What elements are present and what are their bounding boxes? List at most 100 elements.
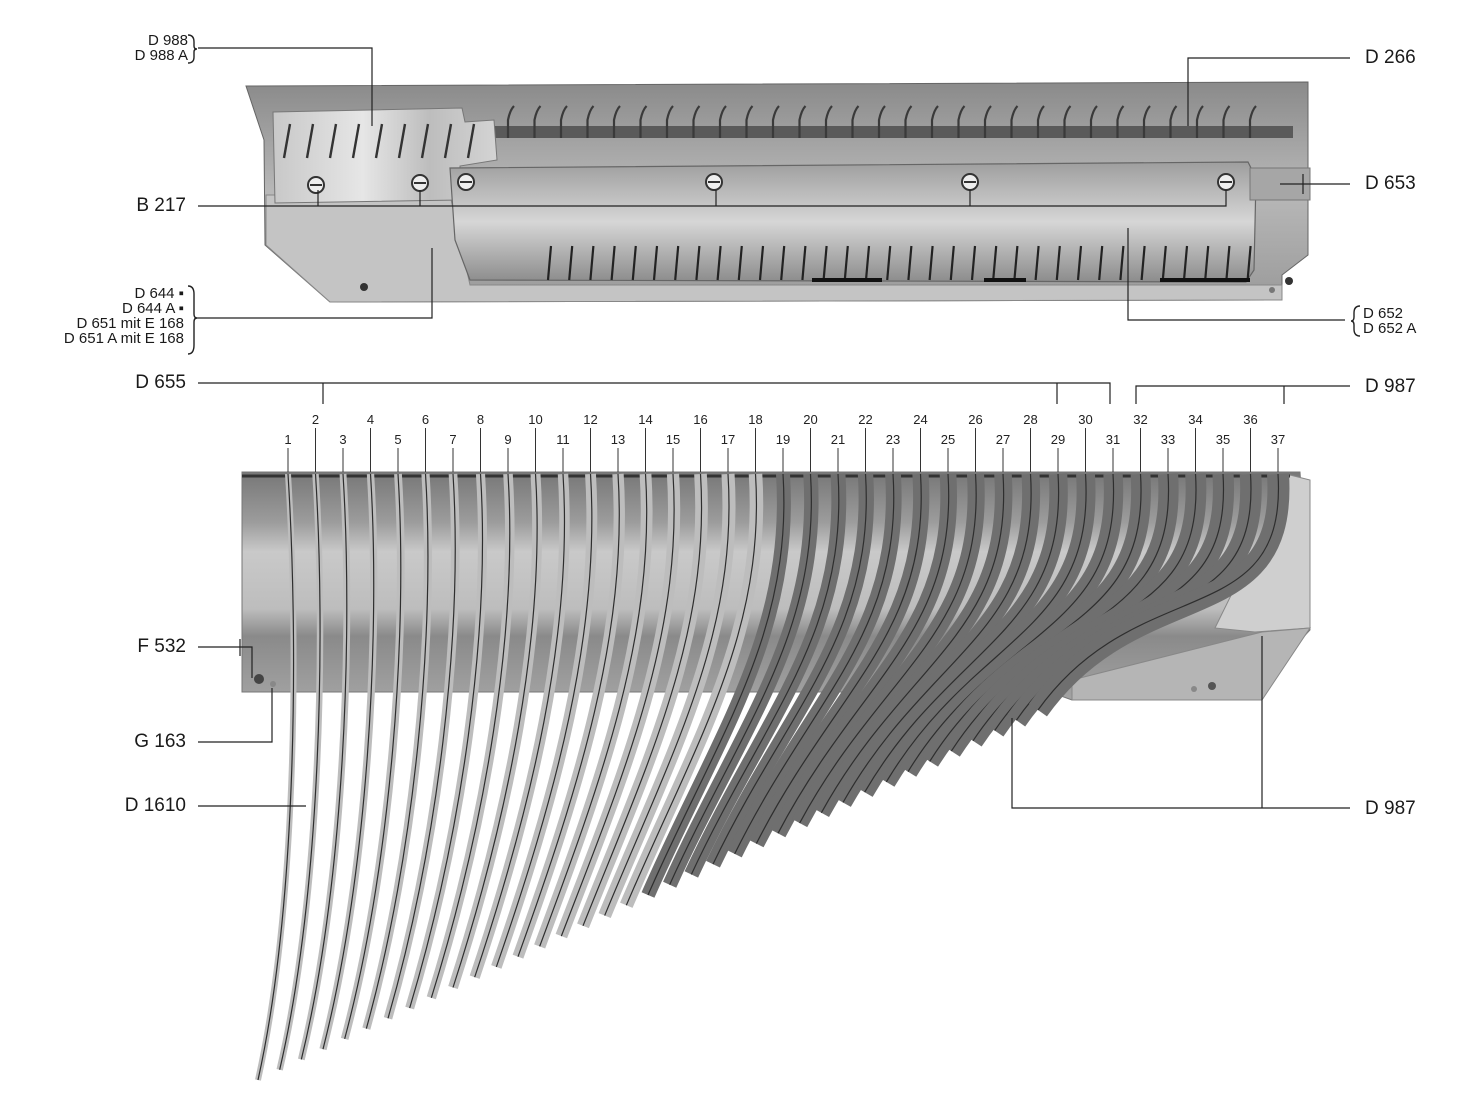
spring-number: 32 — [1133, 412, 1147, 427]
needle-pin — [1225, 245, 1231, 281]
lower-needle-pins — [546, 245, 1252, 282]
spring-fan — [255, 473, 1290, 1081]
needle-pin — [692, 105, 701, 138]
needle-pin — [886, 245, 892, 281]
needle-pin — [695, 245, 701, 281]
needle-pin — [1246, 245, 1252, 281]
needle-pin — [1161, 245, 1167, 281]
spring-edge — [907, 473, 1115, 772]
spring-edge — [539, 473, 648, 947]
spring-number: 34 — [1188, 412, 1202, 427]
label-d655: D 655 — [135, 372, 186, 393]
spring-number: 20 — [803, 412, 817, 427]
spring-edge — [517, 473, 620, 957]
needle-pin — [665, 105, 674, 138]
label-d651: D 651 mit E 168 — [76, 315, 184, 332]
label-d987-bottom: D 987 — [1365, 798, 1416, 819]
needle-pin — [559, 105, 568, 138]
leader-d988 — [198, 47, 373, 126]
spring-edge — [647, 473, 785, 896]
spring-number: 12 — [583, 412, 597, 427]
spring-number: 31 — [1106, 432, 1120, 447]
needle-pin — [957, 105, 966, 138]
spring-edge — [344, 473, 402, 1040]
plate-d988 — [272, 107, 498, 204]
spring-edge — [257, 473, 295, 1081]
channel-end-foot — [1071, 627, 1311, 701]
spring-number: 2 — [312, 412, 319, 427]
spring-number: 24 — [913, 412, 927, 427]
needle-pin — [864, 245, 871, 281]
leader-d266 — [1187, 57, 1350, 126]
spring-number: 35 — [1216, 432, 1230, 447]
needle-pin — [801, 245, 807, 281]
leader-b217 — [198, 190, 1227, 207]
spring-number: 1 — [284, 432, 291, 447]
label-g163: G 163 — [134, 731, 186, 752]
rivet-icon — [254, 674, 264, 684]
leader-g163 — [198, 688, 273, 743]
spring-number: 18 — [748, 412, 762, 427]
label-d987-top: D 987 — [1365, 376, 1416, 397]
needle-pin — [970, 245, 977, 281]
leader-d987-bottom — [1011, 718, 1350, 809]
spring-number: 9 — [504, 432, 511, 447]
spring-edge — [474, 473, 566, 978]
plate-slot — [328, 123, 338, 159]
rivet-icon — [1269, 287, 1275, 293]
label-d988: D 988 — [147, 32, 188, 49]
plate-slot — [443, 123, 453, 159]
needle-pin — [877, 105, 886, 138]
needle-pin — [1169, 105, 1178, 138]
spring-edge — [734, 473, 895, 855]
spring-edge — [387, 473, 456, 1019]
needle-pin — [822, 245, 828, 281]
needle-pin — [843, 245, 849, 281]
needle-pin — [930, 105, 939, 138]
needle-pin — [586, 105, 595, 138]
spring-edge — [1037, 473, 1280, 711]
spring-edge — [755, 473, 922, 844]
needle-pin — [610, 245, 616, 281]
needle-pin — [992, 245, 998, 281]
spring-number: 5 — [394, 432, 401, 447]
spring-number: 19 — [776, 432, 790, 447]
needle-pin — [1098, 245, 1104, 281]
needle-pin — [851, 105, 860, 138]
plate-slot — [351, 123, 361, 159]
spring-edge — [279, 473, 321, 1070]
needle-pin — [612, 105, 621, 138]
needle-pin — [652, 245, 659, 281]
needle-pin — [1182, 245, 1189, 281]
spring-edge — [820, 473, 1005, 814]
spring-number: 11 — [556, 432, 570, 447]
spring-number: 10 — [528, 412, 542, 427]
bracket-d988 — [187, 34, 198, 64]
needle-pin — [589, 245, 595, 281]
needle-pin — [1076, 245, 1083, 281]
plate-slot — [466, 123, 476, 159]
leader-d644 — [196, 248, 433, 319]
spring-number: 4 — [367, 412, 374, 427]
label-d652a: D 652 A — [1363, 320, 1417, 337]
needle-pin — [907, 245, 913, 281]
spring-edge — [322, 473, 375, 1050]
needle-pin — [745, 105, 754, 138]
leader-f532 — [198, 646, 253, 678]
label-d644a: D 644 A ▪ — [121, 300, 184, 317]
leader-d987-top — [1135, 385, 1350, 404]
spring-edge — [669, 473, 812, 885]
spring-number: 37 — [1271, 432, 1285, 447]
needle-pin — [771, 105, 780, 138]
spring-edge — [430, 473, 511, 998]
label-d644-group: D 644 ▪ D 644 A ▪ D 651 mit E 168 D 651 … — [64, 286, 184, 346]
needle-pin — [1142, 105, 1151, 138]
needle-bar-pins — [506, 105, 1257, 138]
needle-pin — [824, 105, 833, 138]
spring-edge — [300, 473, 348, 1060]
label-d653: D 653 — [1365, 173, 1416, 194]
needle-pin — [533, 105, 542, 138]
needle-pin — [631, 245, 637, 281]
brackets — [187, 34, 1361, 355]
